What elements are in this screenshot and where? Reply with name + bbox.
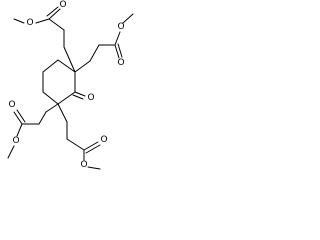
ester2-carbonyl-oxygen-label: O: [117, 58, 124, 68]
chain-bond: [74, 60, 91, 73]
ester1-ether-oxygen-label: O: [26, 18, 33, 28]
methyl-bond: [87, 166, 101, 170]
carbonyl-double-bond: [48, 8, 61, 20]
ester1-carbonyl-oxygen-label: O: [59, 0, 66, 10]
ketone-oxygen-label: O: [87, 93, 94, 103]
ester3-carbonyl-oxygen-label: O: [8, 100, 15, 110]
carbonyl-double-bond: [46, 6, 59, 17]
methyl-bond: [7, 145, 15, 159]
ester-bond: [114, 31, 121, 46]
ring-bond: [57, 59, 76, 73]
ring-bond: [42, 91, 59, 105]
atom-labels: O O O O O O O O O: [8, 0, 124, 170]
ester2-ether-oxygen-label: O: [117, 22, 124, 32]
carbonyl-double-bond: [117, 43, 123, 58]
chain-bond: [48, 18, 65, 31]
ketone-double-bond: [72, 94, 84, 100]
methyl-bond: [122, 13, 134, 24]
ester-chain-top-right: [74, 13, 134, 73]
cyclohexanone-ring: [42, 59, 76, 105]
ester-bond: [35, 18, 50, 24]
ester3-ether-oxygen-label: O: [12, 136, 19, 146]
chain-bond: [89, 44, 100, 62]
carbonyl-double-bond: [13, 111, 23, 125]
chain-bond: [57, 103, 68, 123]
carbonyl-double-bond: [83, 141, 99, 151]
ester-bond: [16, 123, 23, 137]
methyl-bond: [13, 18, 25, 24]
chain-bond: [45, 103, 59, 113]
carbonyl-double-bond: [85, 144, 101, 154]
chain-bond: [63, 46, 76, 73]
ring-bond: [57, 91, 76, 105]
ester-chain-top-left: [13, 6, 76, 73]
chain-bond: [66, 138, 85, 151]
ester4-ether-oxygen-label: O: [80, 160, 87, 170]
ring-bond: [42, 59, 59, 73]
ketone-double-bond: [74, 91, 86, 97]
ester-chain-lower-left: [7, 103, 59, 159]
ester-chain-lower-right: [57, 103, 101, 170]
carbonyl-double-bond: [114, 44, 120, 59]
carbonyl-double-bond: [16, 109, 26, 123]
chemical-structure-diagram: O O O O O O O O O: [0, 0, 142, 173]
ketone-group: [72, 91, 86, 100]
ester4-carbonyl-oxygen-label: O: [100, 135, 107, 145]
chain-bond: [38, 111, 47, 125]
